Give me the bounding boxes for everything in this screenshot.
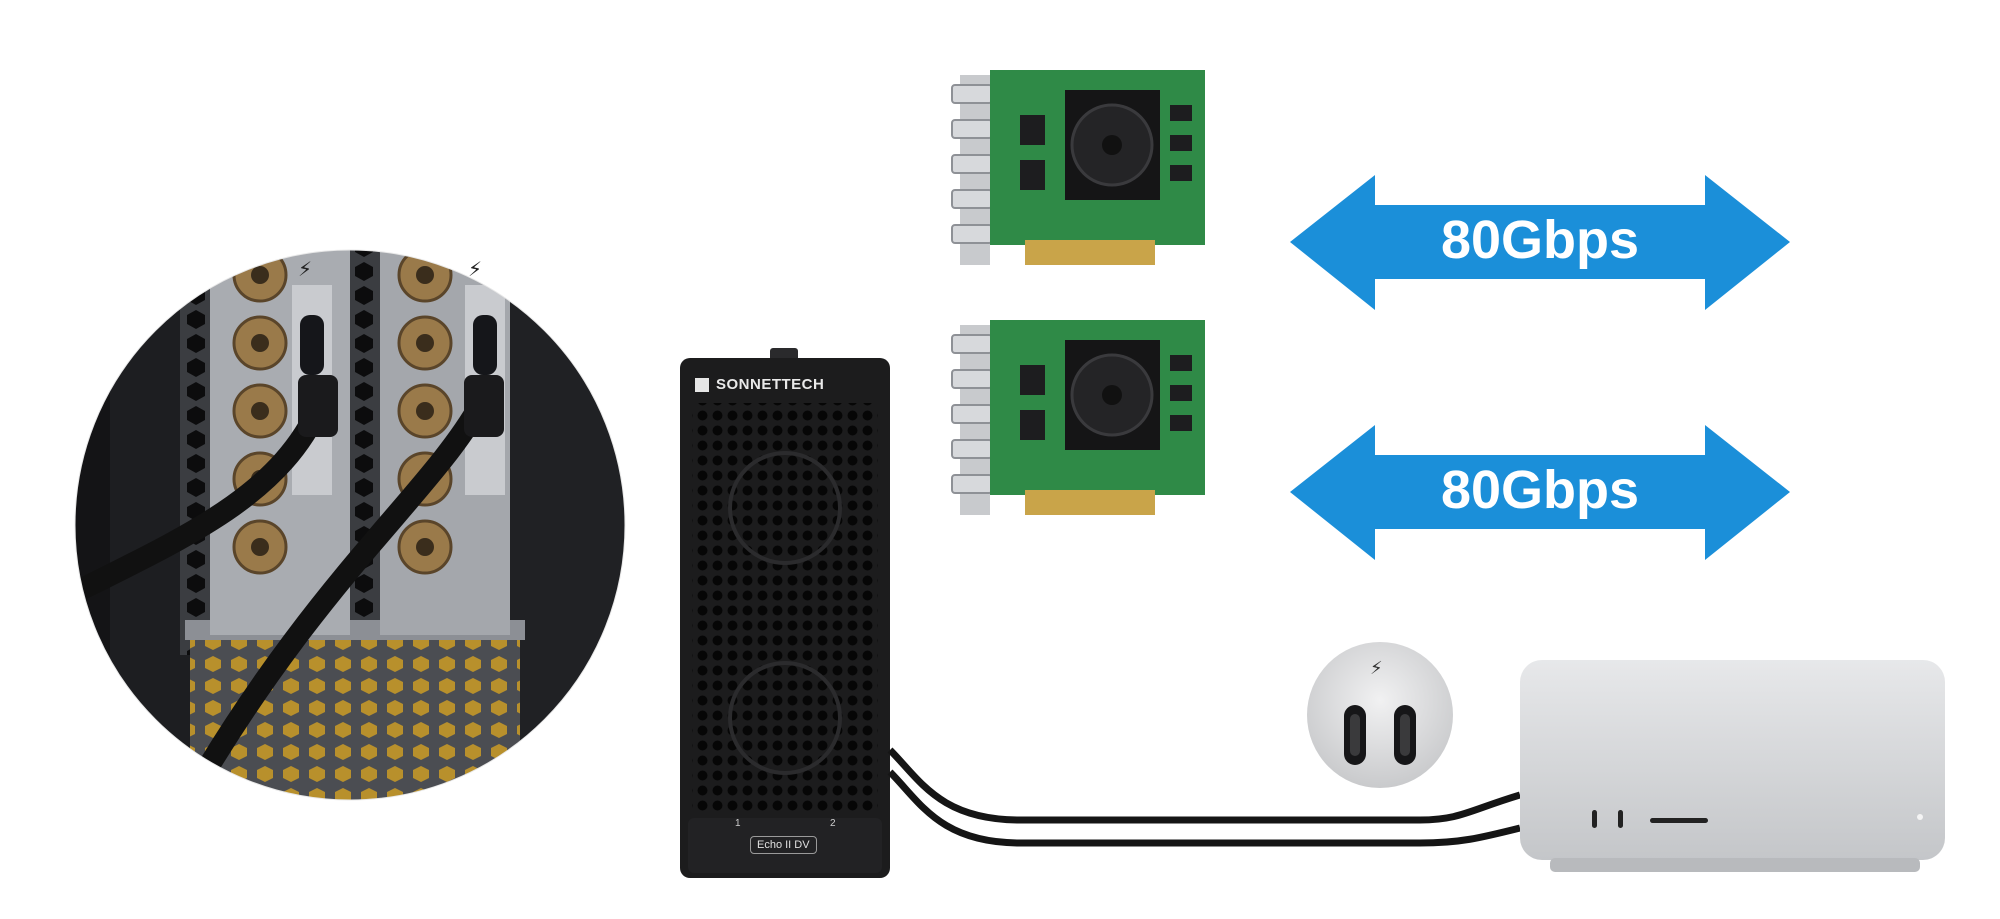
pcie-card-top (950, 65, 1250, 295)
port-label-2: 2 (830, 818, 836, 829)
thunderbolt-icon: ⚡ (298, 257, 313, 281)
thunderbolt-icon: ⚡ (1370, 658, 1383, 679)
echo-ii-dv-enclosure: SONNETTECH 1 2 Echo II DV (680, 348, 890, 878)
rear-panel-closeup: ⚡ ⚡ (70, 235, 630, 815)
port-label-1: 1 (735, 818, 741, 829)
bandwidth-arrow-bottom: 80Gbps (1290, 425, 1790, 560)
pcie-card-bottom (950, 315, 1250, 545)
bandwidth-label: 80Gbps (1440, 460, 1640, 520)
bandwidth-label: 80Gbps (1440, 210, 1640, 270)
mac-studio-computer (1510, 660, 1950, 875)
thunderbolt-cables (880, 740, 1520, 860)
brand-logo-text: SONNETTECH (716, 376, 825, 393)
bandwidth-arrow-top: 80Gbps (1290, 175, 1790, 310)
model-badge: Echo II DV (750, 836, 817, 854)
thunderbolt-port-callout: ⚡ (1305, 640, 1455, 790)
thunderbolt-icon: ⚡ (468, 257, 483, 281)
